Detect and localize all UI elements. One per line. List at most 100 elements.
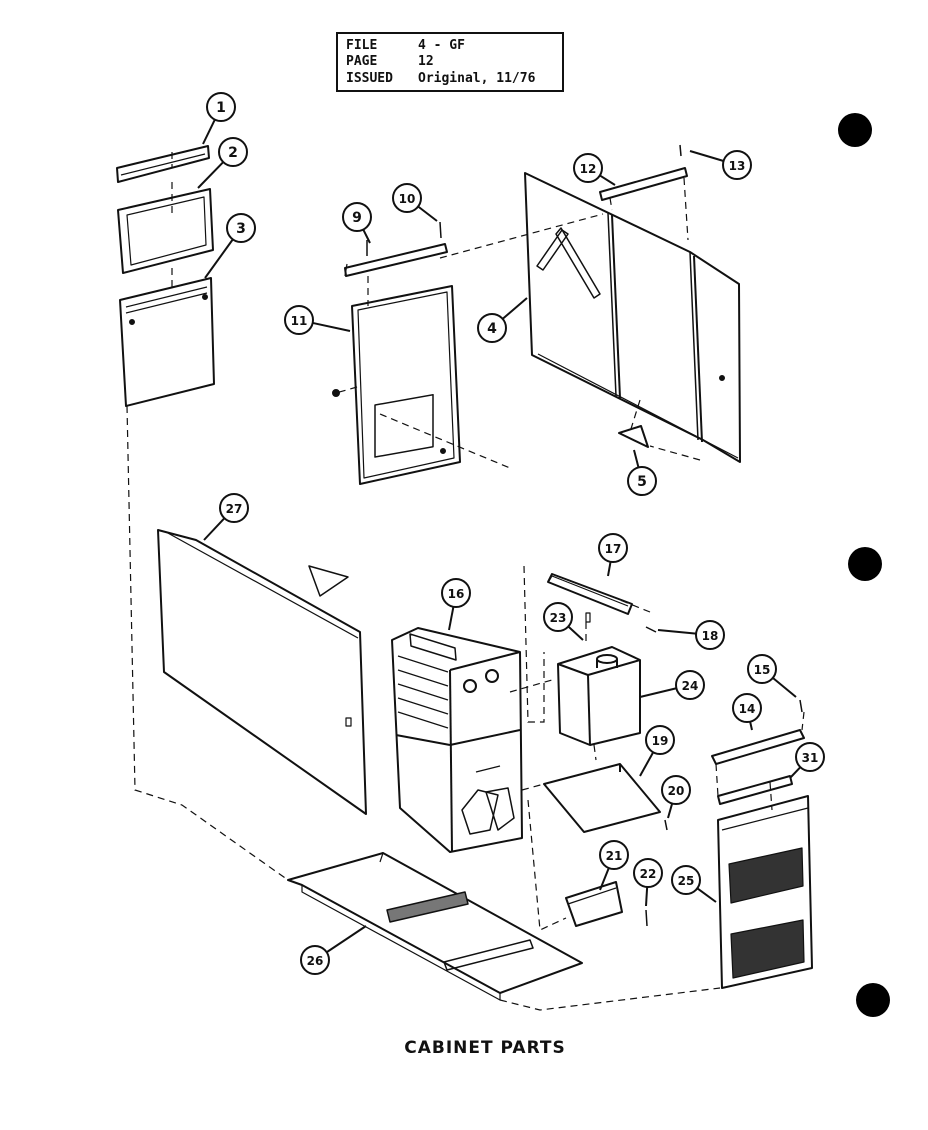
callout-leader (607, 561, 612, 577)
part-21-small-bracket (565, 881, 623, 927)
callout-label: 14 (739, 702, 756, 716)
callout-bubble (695, 620, 725, 650)
part-2-filter-frame (117, 188, 214, 274)
part-31-strip (717, 775, 793, 805)
callout-label: 25 (678, 874, 695, 888)
callout-leader (772, 677, 797, 698)
callout-leader (599, 867, 610, 891)
file-row: FILE 4 - GF (346, 38, 465, 53)
callout-leader (567, 625, 584, 641)
callout-leader (789, 766, 802, 779)
callout-label: 20 (668, 784, 685, 798)
callout-bubble (543, 602, 573, 632)
callout-leader (639, 687, 677, 698)
callout-leader (599, 174, 616, 186)
callout-leader (667, 803, 674, 819)
callout-leader (501, 297, 528, 320)
callout-bubble (206, 92, 236, 122)
part-11-side-panel (332, 285, 461, 485)
callout-bubble (300, 945, 330, 975)
issued-value: Original, 11/76 (418, 71, 536, 86)
callout-bubble (226, 213, 256, 243)
part-5-corner-bracket (618, 425, 649, 448)
callout-bubble (661, 775, 691, 805)
callout-bubble (219, 493, 249, 523)
callout-leader (326, 925, 367, 954)
callout-leader (749, 721, 753, 731)
callout-label: 11 (291, 314, 308, 328)
callout-label: 1 (216, 100, 226, 116)
callout-bubble (747, 654, 777, 684)
file-value: 4 - GF (418, 38, 465, 53)
callout-leader (202, 119, 216, 145)
part-9-bracket (344, 243, 448, 277)
part-14-front-rail (711, 729, 805, 765)
part-16-heat-exchanger (391, 627, 523, 853)
callout-leader (362, 229, 371, 244)
callout-label: 27 (226, 502, 243, 516)
punch-hole-bottom (856, 983, 890, 1017)
callout-leader (633, 449, 640, 468)
page-row: PAGE 12 (346, 54, 434, 69)
callout-bubble (795, 742, 825, 772)
callout-leader (645, 886, 649, 907)
issued-label: ISSUED (346, 71, 393, 86)
part-19-tray (543, 763, 661, 833)
callout-leader (417, 205, 438, 222)
callout-label: 3 (236, 221, 246, 237)
callout-label: 23 (550, 611, 567, 625)
part-4-rear-panel (524, 172, 741, 463)
part-24-blower-housing (557, 646, 641, 746)
page-label: PAGE (346, 54, 378, 69)
callout-label: 4 (487, 321, 497, 337)
page-value: 12 (418, 54, 434, 69)
callout-leader (197, 161, 224, 189)
callout-bubble (284, 305, 314, 335)
callout-bubble (441, 578, 471, 608)
issued-row: ISSUED Original, 11/76 (346, 71, 535, 86)
callout-leader (689, 150, 724, 162)
callout-leader (203, 517, 226, 541)
callout-label: 5 (637, 474, 647, 490)
callout-bubble (675, 670, 705, 700)
callout-bubble (392, 183, 422, 213)
part-26-base-pan (287, 852, 583, 1001)
part-3-access-panel (119, 277, 215, 407)
file-info-box: FILE 4 - GF PAGE 12 ISSUED Original, 11/76 (336, 32, 564, 92)
callout-label: 9 (352, 210, 362, 226)
callout-leader (657, 629, 697, 635)
callout-leader (448, 606, 455, 631)
callout-label: 26 (307, 954, 324, 968)
callout-bubble (342, 202, 372, 232)
callout-label: 16 (448, 587, 465, 601)
callout-label: 10 (399, 192, 416, 206)
callout-label: 22 (640, 867, 657, 881)
callout-leader (204, 238, 234, 279)
callout-bubble (645, 725, 675, 755)
part-25-front-grille (717, 795, 813, 989)
callout-bubble (633, 858, 663, 888)
callout-label: 2 (228, 145, 238, 161)
punch-hole-top (838, 113, 872, 147)
callout-bubble (722, 150, 752, 180)
part-12-top-rail (599, 167, 688, 201)
callout-bubble (598, 533, 628, 563)
callout-leader (696, 887, 717, 903)
callout-bubble (732, 693, 762, 723)
callout-label: 18 (702, 629, 719, 643)
callout-label: 21 (606, 849, 623, 863)
diagram-caption: CABINET PARTS (404, 1038, 566, 1058)
callout-label: 13 (729, 159, 746, 173)
callout-leader (312, 321, 351, 332)
callout-label: 15 (754, 663, 771, 677)
callout-leader (639, 751, 655, 777)
callout-bubble (573, 153, 603, 183)
callout-bubble (627, 466, 657, 496)
file-label: FILE (346, 38, 378, 53)
callout-bubble (477, 313, 507, 343)
callout-bubble (671, 865, 701, 895)
callout-label: 17 (605, 542, 622, 556)
